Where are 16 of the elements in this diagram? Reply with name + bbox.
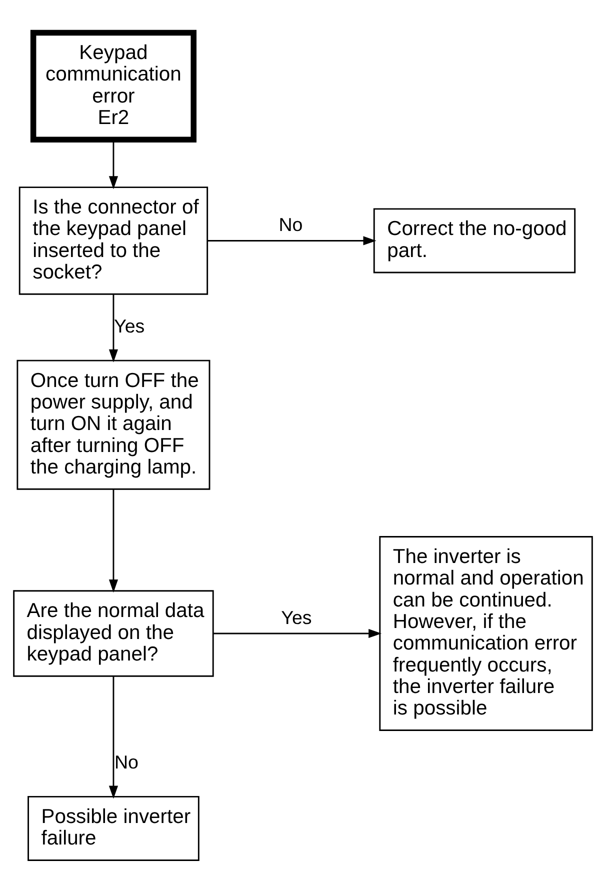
node-box: Are the normal data displayed on the keypad panel? — [13, 590, 214, 676]
edge-label: Yes — [281, 606, 312, 628]
node-box: The inverter is normal and operation can be continued. However, if the communication error frequently occurs, the inverter failure is possible — [379, 536, 593, 730]
arrow — [108, 488, 118, 592]
arrow — [213, 628, 382, 638]
node-box: Keypad communication error Er2 — [30, 29, 196, 142]
arrow — [207, 236, 376, 245]
node-box: Once turn OFF the power supply, and turn ON it again after turning OFF the charging lamp. — [16, 359, 210, 490]
node-box: Correct the no-good part. — [373, 208, 576, 273]
edge-label: No — [114, 750, 138, 772]
node-box: Possible inverter failure — [28, 795, 200, 860]
arrow — [108, 294, 118, 362]
edge-label: No — [278, 214, 303, 235]
arrow — [108, 676, 118, 798]
node-box: Is the connector of the keypad panel inserted to the socket? — [18, 186, 208, 294]
edge-label: Yes — [114, 314, 145, 336]
